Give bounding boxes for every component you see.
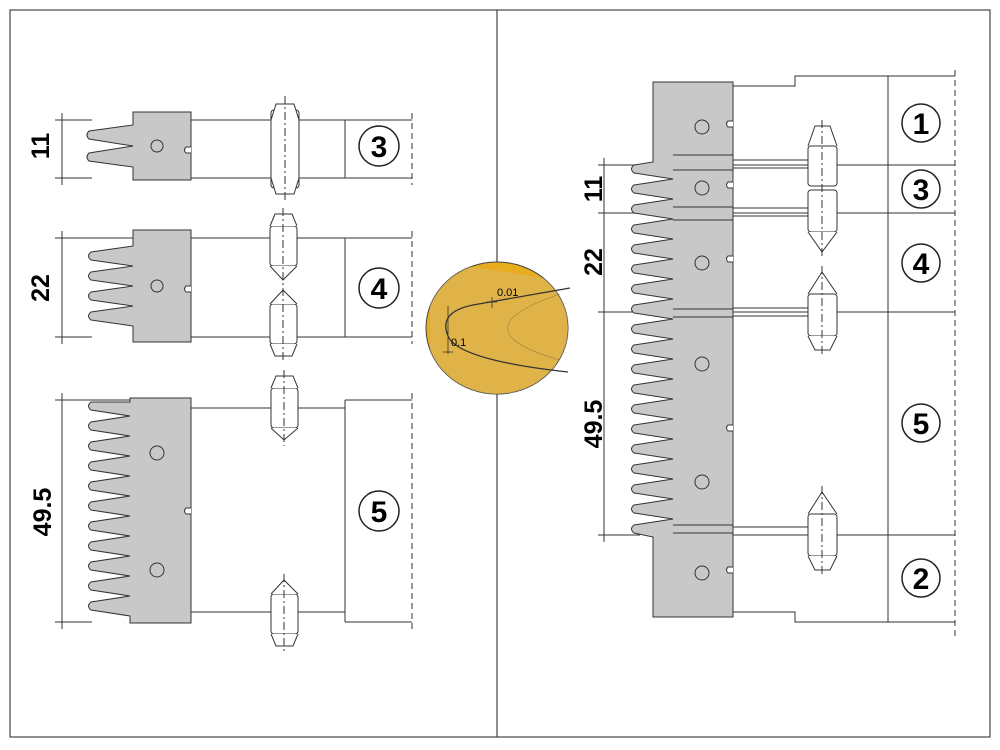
left-part-5 — [55, 370, 413, 652]
left-label-5: 5 — [371, 496, 388, 529]
left-part-5-cutter — [88, 397, 192, 624]
tooth-detail-view: 0.01 0.1 — [425, 261, 571, 395]
right-panel — [598, 70, 956, 636]
drawing-frame — [9, 9, 991, 738]
right-label-circle-2 — [901, 558, 941, 598]
left-label-4: 4 — [371, 273, 388, 306]
right-dim-11: 11 — [580, 176, 608, 203]
left-dim-49-5: 49.5 — [29, 488, 57, 537]
right-label-3: 3 — [913, 174, 930, 207]
right-dim-22: 22 — [580, 248, 608, 276]
detail-annotation-0-1: 0.1 — [451, 337, 466, 349]
left-label-circle-4 — [358, 267, 400, 309]
tooth-slot-outline — [445, 287, 571, 373]
right-label-2: 2 — [913, 563, 930, 596]
left-panel — [55, 96, 413, 652]
right-cutter-stack — [631, 81, 734, 618]
left-part-3 — [55, 96, 413, 202]
left-part-4 — [55, 208, 413, 362]
right-dim-49-5: 49.5 — [580, 400, 608, 449]
right-label-4: 4 — [913, 248, 930, 281]
right-label-1: 1 — [913, 108, 930, 141]
left-label-circle-3 — [358, 125, 400, 167]
left-label-circle-5 — [358, 490, 400, 532]
right-label-5: 5 — [913, 408, 930, 441]
left-part-4-cutter — [88, 229, 192, 343]
right-label-circle-3 — [901, 169, 941, 209]
left-dim-22: 22 — [27, 274, 55, 302]
left-part-3-cutter — [86, 111, 192, 181]
left-dim-11: 11 — [27, 133, 55, 160]
right-label-circle-5 — [901, 403, 941, 443]
detail-annotation-0-01: 0.01 — [497, 287, 518, 299]
right-label-circle-1 — [901, 103, 941, 143]
right-label-circle-4 — [901, 243, 941, 283]
left-label-3: 3 — [371, 131, 388, 164]
